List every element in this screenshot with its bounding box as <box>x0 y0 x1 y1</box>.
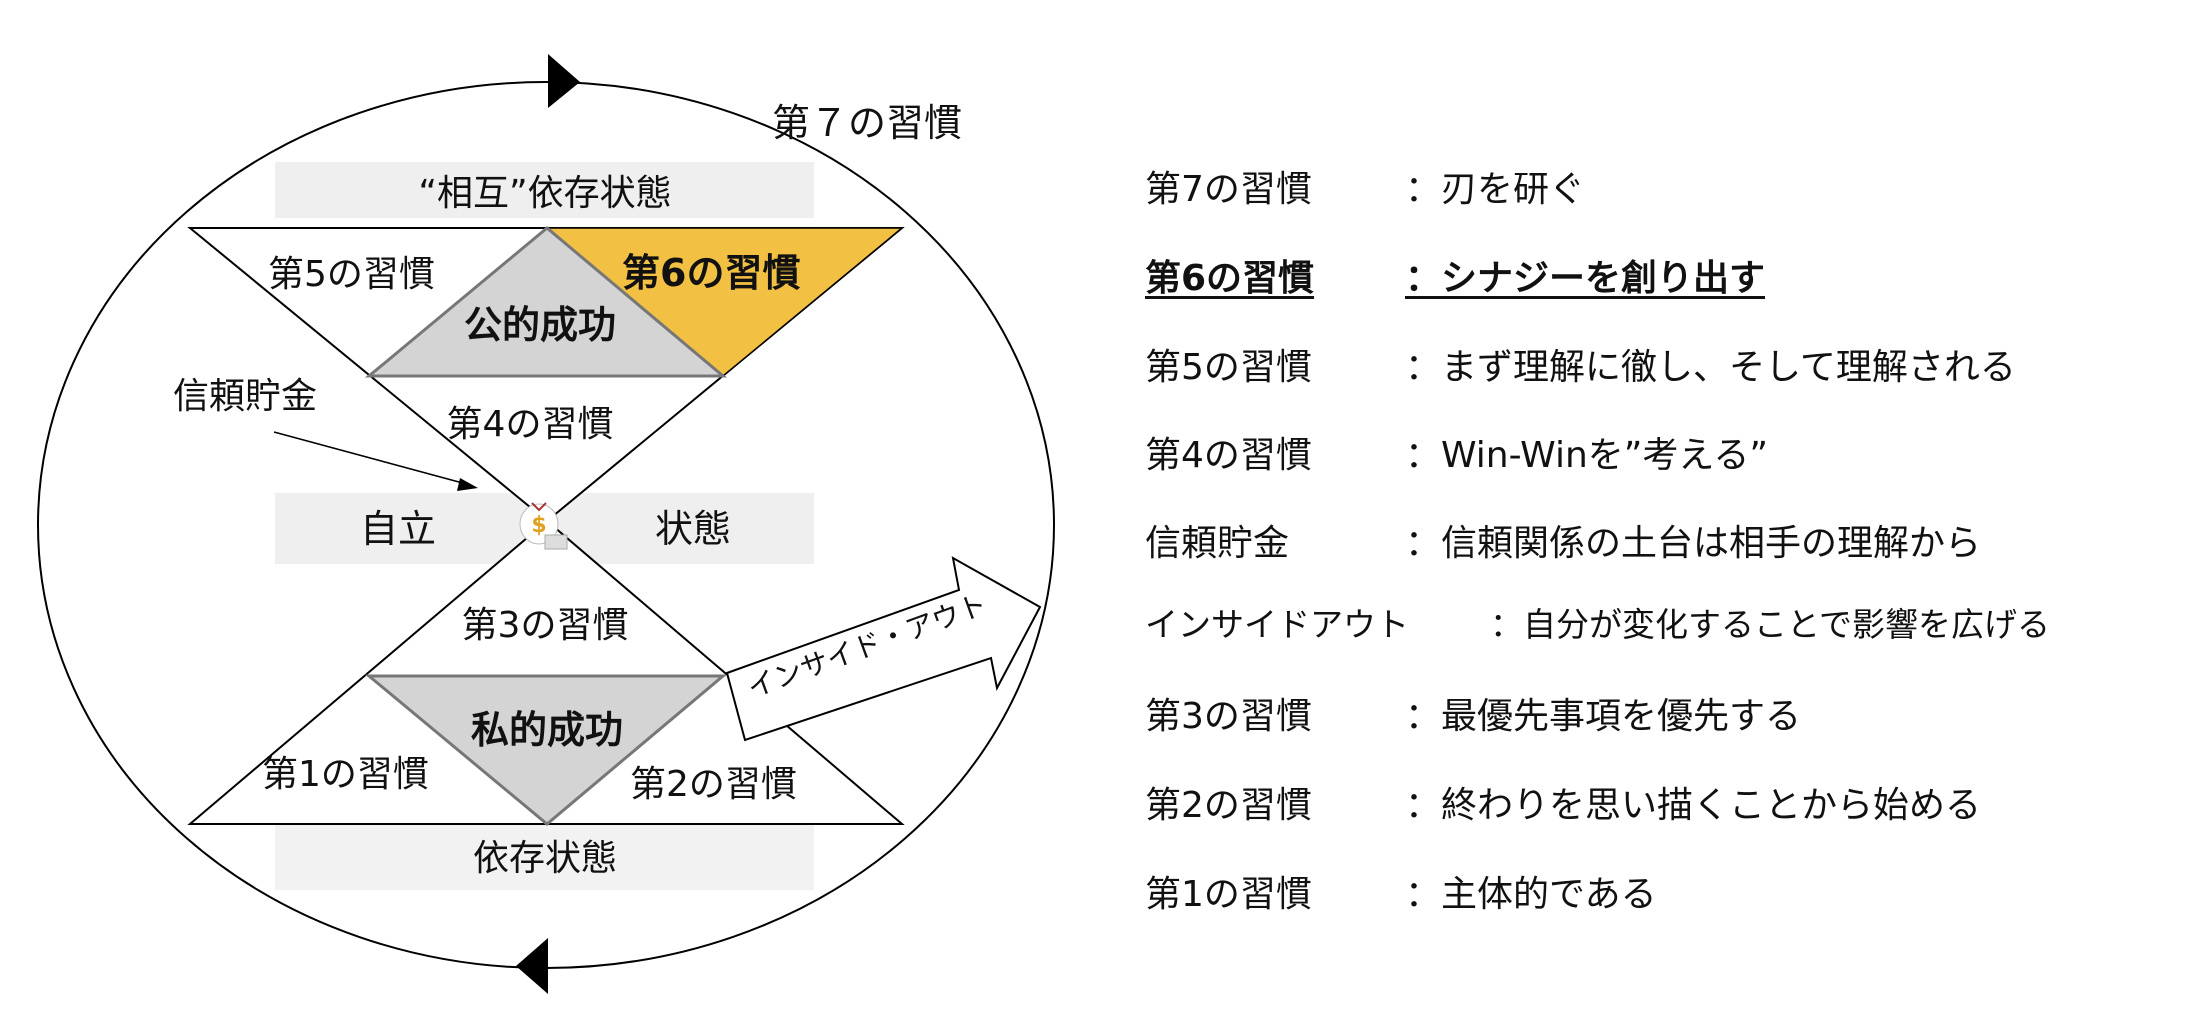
legend-desc: ：シナジーを創り出す <box>1405 258 1766 299</box>
legend-desc: ：刃を研ぐ <box>1405 169 1586 210</box>
trust-arrowhead-icon <box>457 478 478 491</box>
legend-label: 第1の習慣 <box>1145 874 1312 915</box>
habit4-label: 第4の習慣 <box>447 404 614 445</box>
trust-account-pointer <box>273 431 471 486</box>
legend-desc: ：まず理解に徹し、そして理解される <box>1405 347 2016 388</box>
public-victory-triangle <box>364 226 728 378</box>
habit1-label: 第1の習慣 <box>262 754 429 795</box>
trust-account-label: 信頼貯金 <box>173 376 317 417</box>
legend-desc: ：信頼関係の土台は相手の理解から <box>1405 523 1982 564</box>
interdependence-band <box>275 162 814 218</box>
interdependence-label: “相互”依存状態 <box>418 173 671 214</box>
dependence-label: 依存状態 <box>473 838 617 879</box>
legend-label: インサイドアウト <box>1145 605 1409 644</box>
seven-habits-diagram: 第７の習慣 “相互”依存状態 自立 状態 依存状態 第5の習慣 第6の習慣 公的… <box>37 54 1055 994</box>
private-victory-label: 私的成功 <box>471 708 623 752</box>
independence-right-label: 状態 <box>655 507 731 551</box>
legend-label: 第3の習慣 <box>1145 696 1312 737</box>
public-victory-label: 公的成功 <box>464 303 616 347</box>
money-bag-icon: $ <box>519 502 568 550</box>
habit7-label: 第７の習慣 <box>772 101 962 145</box>
legend-label: 信頼貯金 <box>1145 523 1290 564</box>
svg-text:$: $ <box>531 513 546 538</box>
legend-desc: ：最優先事項を優先する <box>1405 696 1802 737</box>
legend-desc: ：Win-Winを”考える” <box>1405 435 1768 476</box>
habit6-label: 第6の習慣 <box>622 251 800 295</box>
cycle-arrow-top-icon <box>548 54 580 108</box>
habit5-label: 第5の習慣 <box>268 254 435 295</box>
inside-out-arrow: インサイド・アウト <box>725 556 1042 742</box>
legend-desc: ：主体的である <box>1405 874 1657 915</box>
dependence-band <box>275 824 814 890</box>
independence-left-label: 自立 <box>360 507 436 551</box>
private-victory-triangle <box>364 674 728 826</box>
legend-label: 第6の習慣 <box>1145 258 1315 299</box>
cycle-arrow-bottom-icon <box>516 938 548 994</box>
legend-label: 第5の習慣 <box>1145 347 1312 388</box>
legend-label: 第4の習慣 <box>1145 435 1312 476</box>
habit2-label: 第2の習慣 <box>630 764 797 805</box>
legend-label: 第7の習慣 <box>1145 169 1312 210</box>
habit3-label: 第3の習慣 <box>462 605 629 646</box>
legend-label: 第2の習慣 <box>1145 785 1312 826</box>
legend-desc: ：終わりを思い描くことから始める <box>1405 785 1982 826</box>
legend-desc: ：自分が変化することで影響を広げる <box>1490 605 2051 644</box>
